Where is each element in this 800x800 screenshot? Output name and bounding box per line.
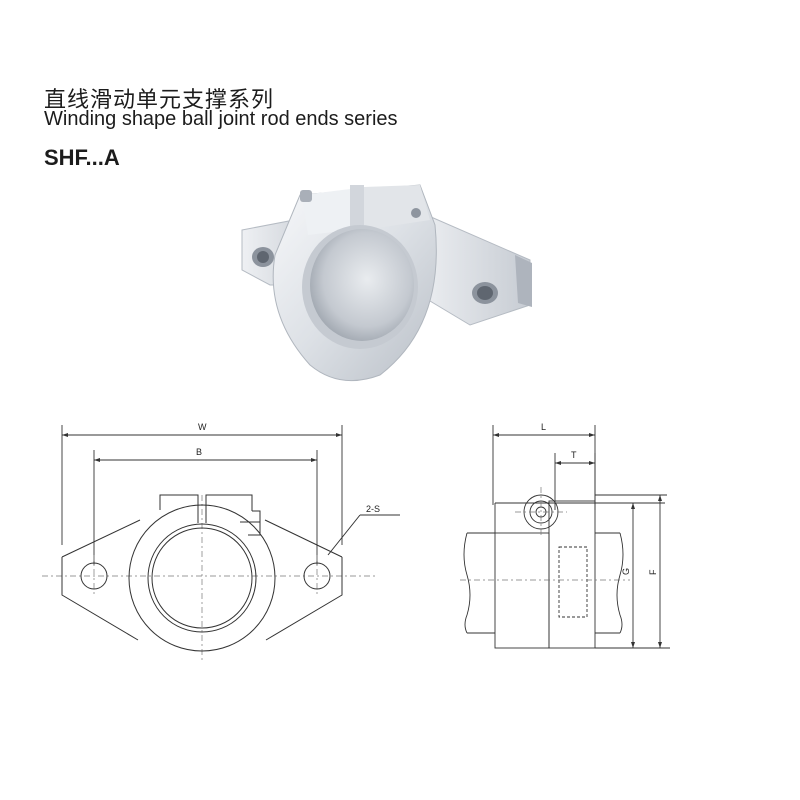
title-english: Winding shape ball joint rod ends series: [44, 108, 398, 130]
side-view-drawing: L T G F: [460, 422, 670, 649]
dim-label-w: W: [198, 422, 207, 432]
dim-label-t: T: [571, 450, 577, 460]
product-photo: [241, 184, 532, 382]
dim-label-f: F: [648, 569, 658, 575]
dim-label-2s: 2-S: [366, 504, 380, 514]
model-code: SHF...A: [44, 145, 120, 170]
front-view-drawing: W B 2-S: [42, 422, 400, 660]
dim-label-g: G: [621, 568, 631, 575]
dim-label-l: L: [541, 422, 546, 432]
title-chinese: 直线滑动单元支撑系列: [44, 88, 275, 113]
dim-label-b: B: [196, 447, 202, 457]
